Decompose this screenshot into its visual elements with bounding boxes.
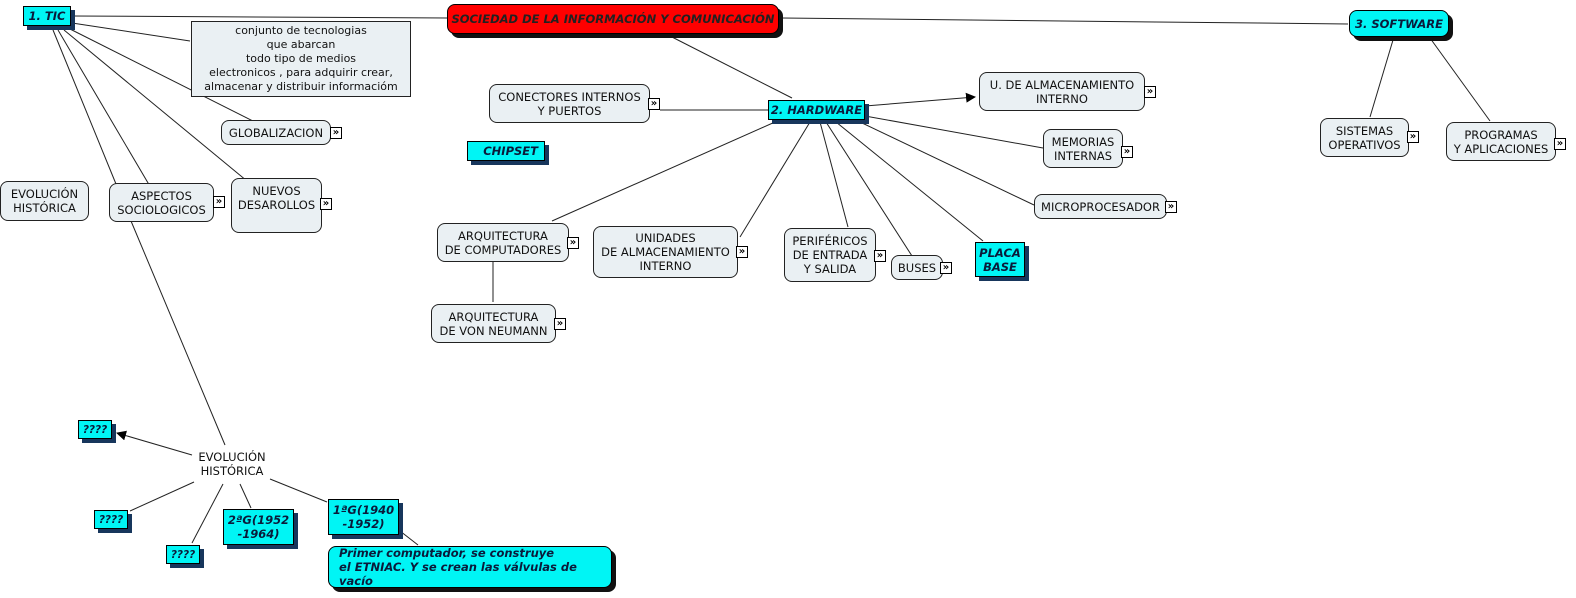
edge-root-software (781, 17, 1349, 25)
tic-concept[interactable]: 1. TIC (23, 6, 71, 26)
expand-icon[interactable]: » (736, 246, 748, 258)
edge-software-programas (1429, 37, 1491, 122)
sistemas-operativos-concept[interactable]: SISTEMAS OPERATIVOS (1320, 118, 1409, 157)
edge-hardware-unidades (739, 121, 811, 238)
microprocesador-concept[interactable]: MICROPROCESADOR (1034, 194, 1167, 219)
expand-icon[interactable]: » (1407, 131, 1419, 143)
buses-concept[interactable]: BUSES (891, 255, 943, 280)
edge-hardware-placa (835, 121, 984, 242)
edge-software-sistemas (1369, 39, 1394, 118)
evolucion-historica-concept[interactable]: EVOLUCIÓN HISTÓRICA (198, 450, 266, 478)
edge-tic-globalizacion (67, 27, 256, 123)
expand-icon[interactable]: » (874, 250, 886, 262)
unknown-generation-3[interactable]: ???? (166, 545, 200, 564)
edge-hardware-perifericos (819, 121, 849, 228)
tic-definition-note[interactable]: conjunto de tecnologias que abarcan todo… (191, 21, 411, 97)
edge-root-hardware (669, 35, 793, 99)
first-generation-description[interactable]: Primer computador, se construye el ETNIA… (328, 546, 612, 588)
unknown-generation-1[interactable]: ???? (78, 420, 112, 439)
conectores-internos-concept[interactable]: CONECTORES INTERNOS Y PUERTOS (489, 84, 650, 123)
second-generation-concept[interactable]: 2ªG(1952 -1964) (223, 509, 294, 545)
edge-tic-root (71, 15, 449, 19)
edge-hardware-memorias (864, 115, 1044, 149)
globalizacion-concept[interactable]: GLOBALIZACION (221, 120, 331, 145)
edge-evolucion-q3 (191, 483, 224, 544)
expand-icon[interactable]: » (1554, 138, 1566, 150)
hardware-concept[interactable]: 2. HARDWARE (768, 100, 865, 120)
edge-tic-nuevos (63, 29, 248, 182)
chipset-concept[interactable]: CHIPSET (467, 141, 545, 161)
arquitectura-von-neumann-concept[interactable]: ARQUITECTURA DE VON NEUMANN (431, 304, 556, 343)
edge-tic-aspectos-b (52, 29, 117, 185)
edge-hardware-ualmac (864, 92, 976, 107)
edge-evolucion-q2 (129, 481, 195, 512)
edge-evolucion-g2 (239, 483, 252, 509)
perifericos-concept[interactable]: PERIFÉRICOS DE ENTRADA Y SALIDA (784, 228, 876, 282)
edge-hardware-micro (859, 121, 1035, 206)
first-generation-concept[interactable]: 1ªG(1940 -1952) (328, 499, 399, 535)
expand-icon[interactable]: » (320, 198, 332, 210)
expand-icon[interactable]: » (213, 196, 225, 208)
expand-icon[interactable]: » (1121, 146, 1133, 158)
expand-icon[interactable]: » (648, 98, 660, 110)
memorias-internas-concept[interactable]: MEMORIAS INTERNAS (1043, 129, 1123, 168)
expand-icon[interactable]: » (940, 262, 952, 274)
u-almacenamiento-interno-concept[interactable]: U. DE ALMACENAMIENTO INTERNO (979, 72, 1145, 111)
evolucion-historica-concept-top[interactable]: EVOLUCIÓN HISTÓRICA (0, 181, 89, 221)
edge-g1-primer (399, 530, 419, 546)
edge-aspectos-evolucion (130, 220, 226, 446)
expand-icon[interactable]: » (554, 318, 566, 330)
expand-icon[interactable]: » (1144, 86, 1156, 98)
root-concept[interactable]: SOCIEDAD DE LA INFORMACIÓN Y COMUNICACIÓ… (447, 4, 779, 34)
arquitectura-computadores-concept[interactable]: ARQUITECTURA DE COMPUTADORES (437, 223, 569, 262)
placa-base-concept[interactable]: PLACA BASE (975, 242, 1025, 277)
expand-icon[interactable]: » (1165, 201, 1177, 213)
edge-evolucion-g1 (269, 478, 328, 503)
programas-aplicaciones-concept[interactable]: PROGRAMAS Y APLICACIONES (1446, 122, 1556, 161)
edge-tic-aspectos-a (57, 29, 152, 189)
expand-icon[interactable]: » (330, 127, 342, 139)
unknown-generation-2[interactable]: ???? (94, 510, 128, 529)
aspectos-sociologicos-concept[interactable]: ASPECTOS SOCIOLOGICOS (109, 183, 214, 222)
edge-hardware-buses (825, 121, 913, 257)
expand-icon[interactable]: » (567, 237, 579, 249)
edge-evolucion-q1 (116, 430, 193, 456)
edge-hardware-arqcomp (551, 121, 776, 222)
nuevos-desarollos-concept[interactable]: NUEVOS DESAROLLOS (231, 178, 322, 233)
unidades-almacenamiento-concept[interactable]: UNIDADES DE ALMACENAMIENTO INTERNO (593, 226, 738, 278)
software-concept[interactable]: 3. SOFTWARE (1349, 10, 1449, 37)
edge-tic-def (71, 22, 191, 42)
